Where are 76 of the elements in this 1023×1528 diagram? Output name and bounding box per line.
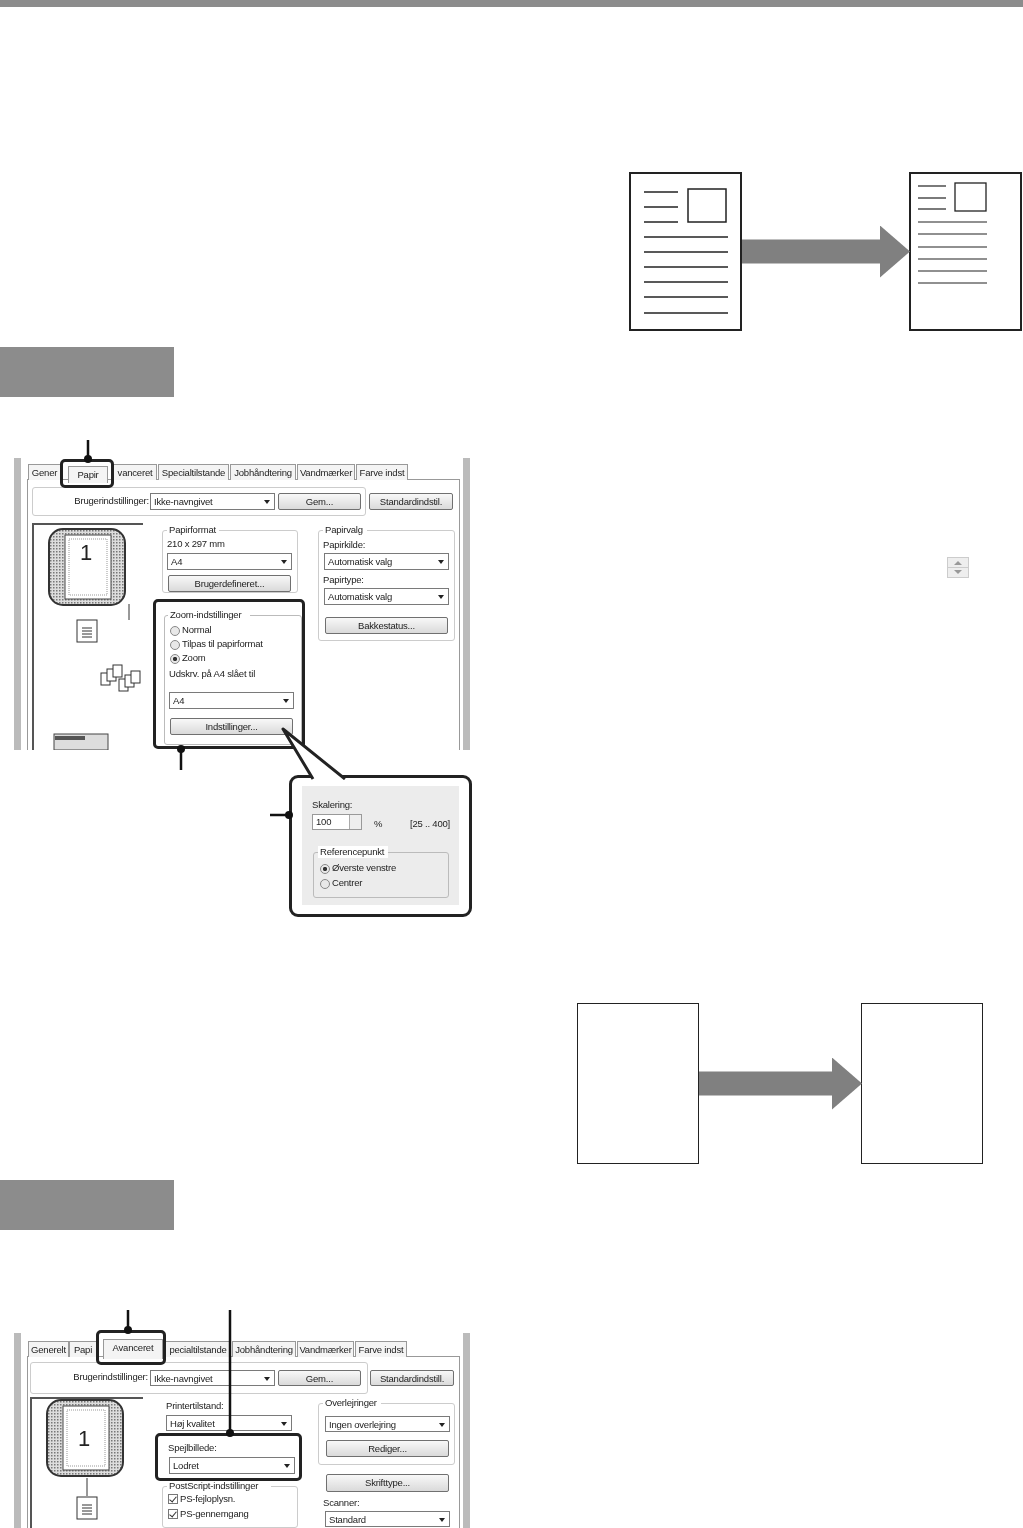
- tab: Vandmærker: [297, 1341, 354, 1357]
- page-drawing: [909, 172, 1022, 331]
- group-title: Referencepunkt: [318, 846, 388, 858]
- tab: vanceret: [113, 464, 157, 480]
- dialog-button: Standardindstill.: [370, 1370, 454, 1386]
- dialog-button: Gem...: [278, 1370, 361, 1386]
- page-number: 1: [78, 539, 94, 567]
- radio-option: Normal: [169, 624, 229, 636]
- field-label: Brugerindstillinger:: [72, 1371, 148, 1384]
- highlight-frame: [155, 1433, 302, 1481]
- dropdown-field: A4: [167, 553, 292, 570]
- tab: Jobhåndtering: [230, 464, 296, 480]
- group-title: Papirvalg: [323, 524, 367, 536]
- dialog-button: Brugerdefineret...: [168, 575, 291, 592]
- field-label: 210 x 297 mm: [167, 538, 226, 550]
- dropdown-field: Standard: [325, 1511, 450, 1527]
- dropdown-field: Automatisk valg: [324, 553, 449, 570]
- page-number: 1: [76, 1425, 92, 1453]
- field-label: Udskrv. på A4 slået til: [169, 668, 257, 680]
- field-label: Brugerindstillinger:: [73, 495, 149, 508]
- field-label: Skalering:: [312, 799, 354, 811]
- field-label: Spejlbillede:: [168, 1442, 218, 1454]
- page-drawing: [629, 172, 742, 331]
- radio-option: Centrer: [319, 877, 379, 889]
- group-title: Overlejringer: [323, 1397, 381, 1409]
- highlight-frame: [153, 599, 305, 749]
- blank-page: [861, 1003, 983, 1164]
- tab: Farve indst: [356, 464, 408, 480]
- leader-line: [124, 1310, 132, 1334]
- tab: Papir: [68, 466, 108, 483]
- field-label: %: [374, 818, 384, 830]
- leader-line: [84, 440, 92, 463]
- dropdown-field: Automatisk valg: [324, 588, 449, 605]
- field-label: Papirtype:: [323, 574, 365, 586]
- checkbox-option: PS-fejloplysn.: [167, 1493, 267, 1506]
- tab: Specialtilstande: [158, 464, 229, 480]
- tab: Papi: [69, 1341, 97, 1357]
- highlight-frame: [60, 459, 114, 488]
- dialog-button: Indstillinger...: [170, 718, 293, 735]
- tab: pecialtilstande: [165, 1341, 231, 1357]
- blank-page: [577, 1003, 699, 1164]
- field-label: Papirkilde:: [323, 539, 367, 551]
- tab: Gener: [28, 464, 61, 480]
- callout-popup: [289, 775, 472, 917]
- tab: Vandmærker: [297, 464, 355, 480]
- field-label: Scanner:: [323, 1497, 361, 1509]
- radio-option: Tilpas til papirformat: [169, 638, 279, 650]
- tab: Generelt: [28, 1341, 69, 1357]
- input-field: 100: [312, 814, 362, 830]
- radio-option: Øverste venstre: [319, 862, 409, 874]
- tab: Farve indst: [355, 1341, 407, 1357]
- tab: Jobhåndtering: [232, 1341, 296, 1357]
- group-title: Zoom-indstillinger: [168, 609, 250, 621]
- leader-line: [270, 811, 293, 819]
- dropdown-field: A4: [169, 692, 294, 709]
- dialog-button: Standardindstil.: [369, 493, 453, 510]
- tab: Avanceret: [103, 1339, 163, 1359]
- arrow: [699, 1057, 862, 1110]
- field-label: [25 .. 400]: [410, 818, 452, 830]
- dropdown-field: Høj kvalitet: [166, 1415, 292, 1431]
- arrow: [742, 225, 910, 278]
- leader-line: [177, 745, 185, 770]
- dialog-button: Bakkestatus...: [325, 617, 448, 634]
- field-label: Printertilstand:: [166, 1400, 225, 1412]
- dropdown-field: Lodret: [169, 1457, 295, 1474]
- radio-option: Zoom: [169, 652, 219, 664]
- dialog-button: Skrifttype...: [326, 1474, 449, 1492]
- dropdown-field: Ikke-navngivet: [150, 1370, 275, 1386]
- dialog-button: Gem...: [278, 493, 361, 510]
- dropdown-field: Ingen overlejring: [325, 1416, 450, 1432]
- group-title: Papirformat: [167, 524, 219, 536]
- dropdown-field: Ikke-navngivet: [150, 493, 275, 510]
- checkbox-option: PS-gennemgang: [167, 1508, 267, 1521]
- leader-line: [226, 1310, 234, 1437]
- dialog-button: Rediger...: [326, 1440, 449, 1457]
- highlight-frame: [96, 1330, 166, 1365]
